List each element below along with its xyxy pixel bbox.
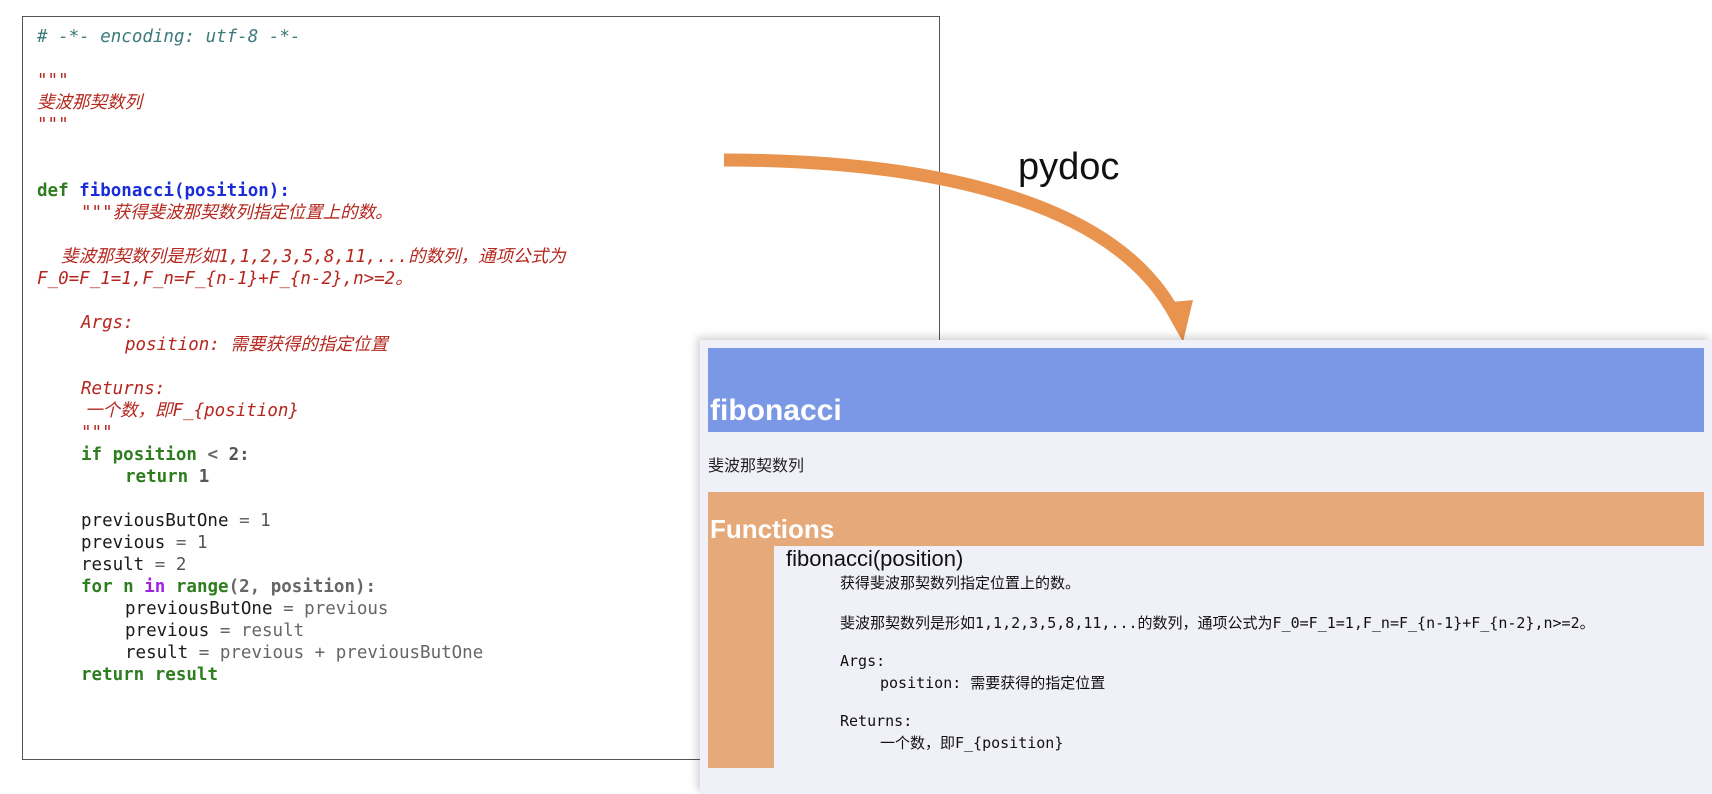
if-keyword: if	[81, 445, 103, 465]
arrow-head	[1161, 300, 1193, 342]
arrow-curve	[723, 153, 1176, 310]
range-function: range	[175, 577, 229, 597]
module-description: 斐波那契数列	[708, 456, 805, 475]
if-variable: position	[112, 445, 197, 465]
return-variable: result	[154, 665, 218, 685]
return-keyword: return	[125, 467, 189, 487]
variable-name: previous	[125, 621, 210, 641]
function-signature-heading: fibonacci(position)	[786, 546, 964, 571]
assign-operator: =	[198, 643, 210, 663]
variable-name: previousButOne	[81, 511, 229, 531]
loop-variable: n	[123, 577, 134, 597]
function-returns-text: 一个数，即F_{position}	[880, 734, 1064, 752]
if-operator: <	[207, 445, 219, 465]
functions-section-sidebar	[708, 546, 774, 768]
return-result-statement: return result	[81, 663, 218, 687]
loop-assign-result: result = previous + previousButOne	[125, 641, 483, 665]
assign-operator: =	[154, 555, 166, 575]
function-summary: 获得斐波那契数列指定位置上的数。	[840, 574, 1081, 592]
assign-operator: =	[239, 511, 250, 531]
function-args-label: Args:	[840, 652, 886, 670]
loop-assign-previous-but-one: previousButOne = previous	[125, 597, 388, 621]
loop-assign-previous: previous = result	[125, 619, 304, 643]
function-returns-label: Returns:	[840, 712, 913, 730]
assign-value: previous	[304, 599, 389, 619]
function-detail: 斐波那契数列是形如1,1,2,3,5,8,11,...的数列，通项公式为F_0=…	[840, 614, 1595, 632]
module-docstring-close: """	[37, 115, 69, 135]
function-signature: fibonacci(position):	[79, 181, 290, 201]
def-keyword: def	[37, 181, 69, 201]
docstring-returns-label: Returns:	[81, 379, 166, 399]
pydoc-output-panel: fibonacci 斐波那契数列 Functions fibonacci(pos…	[700, 340, 1712, 794]
for-keyword: for	[81, 577, 113, 597]
assign-previous: previous = 1	[81, 531, 207, 555]
pydoc-label: pydoc	[1018, 146, 1120, 188]
in-keyword: in	[144, 577, 166, 597]
if-statement: if position < 2:	[81, 443, 250, 467]
function-docstring-line: """获得斐波那契数列指定位置上的数。	[81, 203, 393, 223]
function-docstring-line: F_0=F_1=1,F_n=F_{n-1}+F_{n-2},n>=2。	[37, 269, 413, 289]
if-number: 2:	[228, 445, 250, 465]
docstring-args-label: Args:	[81, 313, 134, 333]
assign-value: 1	[260, 511, 271, 531]
function-args-text: position: 需要获得的指定位置	[880, 674, 1106, 692]
docstring-args-text: position: 需要获得的指定位置	[125, 335, 388, 355]
function-docstring-line: 斐波那契数列是形如1,1,2,3,5,8,11,...的数列，通项公式为	[61, 247, 566, 267]
return-one-statement: return 1	[125, 465, 209, 489]
assign-value: 1	[196, 533, 208, 553]
variable-name: result	[81, 555, 145, 575]
encoding-comment: # -*- encoding: utf-8 -*-	[37, 27, 301, 47]
assign-operator: =	[175, 533, 187, 553]
variable-name: previousButOne	[125, 599, 273, 619]
return-keyword: return	[81, 665, 145, 685]
assign-value: previous + previousButOne	[219, 643, 484, 663]
variable-name: previous	[81, 533, 166, 553]
docstring-close: """	[81, 423, 113, 443]
assign-operator: =	[219, 621, 231, 641]
function-definition: def fibonacci(position):	[37, 179, 290, 203]
module-docstring-text: 斐波那契数列	[37, 93, 142, 113]
assign-value: result	[240, 621, 305, 641]
module-docstring-open: """	[37, 71, 69, 91]
assign-previous-but-one: previousButOne = 1	[81, 509, 271, 533]
docstring-returns-text: 一个数，即F_{position}	[85, 401, 299, 421]
functions-section-title: Functions	[710, 514, 835, 544]
assign-operator: =	[283, 599, 294, 619]
module-title: fibonacci	[710, 394, 842, 427]
range-arguments: (2, position):	[228, 577, 377, 597]
for-loop: for n in range(2, position):	[81, 575, 376, 599]
variable-name: result	[125, 643, 189, 663]
module-title-bar: fibonacci	[708, 348, 1704, 432]
return-number: 1	[198, 467, 210, 487]
assign-value: 2	[175, 555, 187, 575]
functions-section-header: Functions	[708, 492, 1704, 546]
assign-result: result = 2	[81, 553, 186, 577]
